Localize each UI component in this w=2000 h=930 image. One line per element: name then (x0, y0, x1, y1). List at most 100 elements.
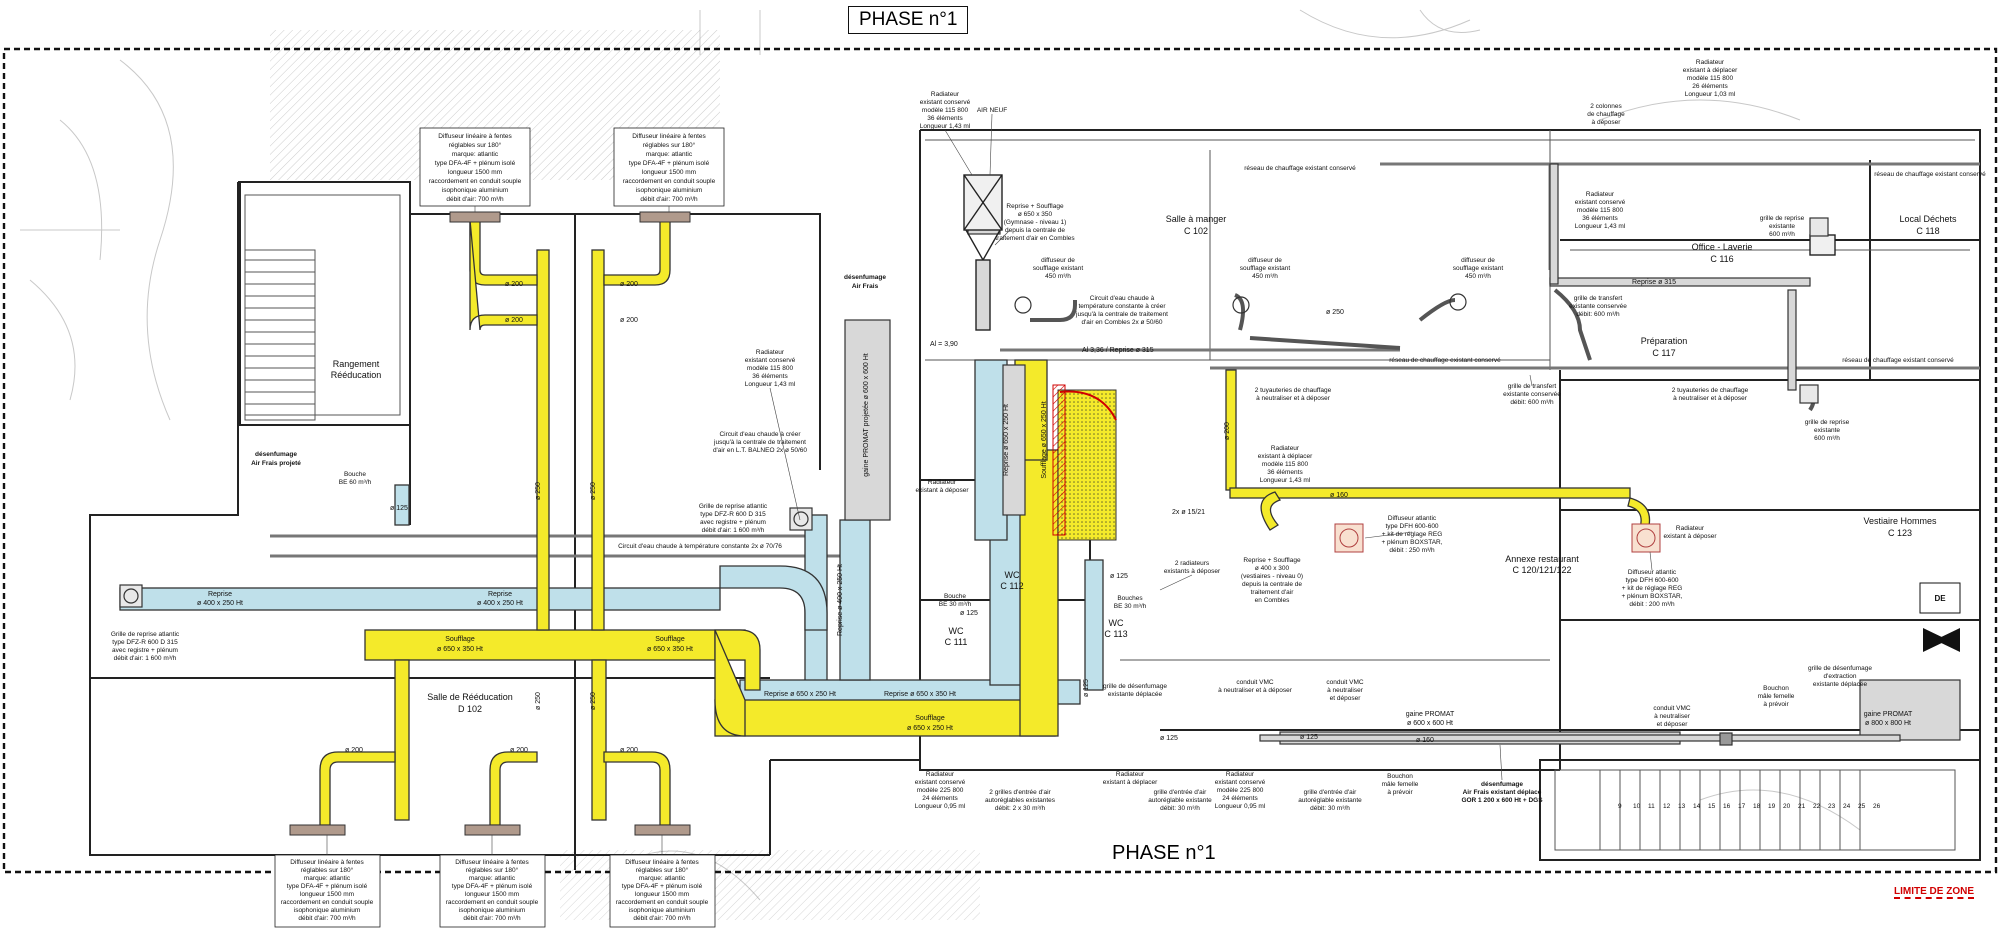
svg-text:2 tuyauteries de chauffage: 2 tuyauteries de chauffage (1672, 387, 1749, 394)
svg-text:Circuit d'eau chaude à: Circuit d'eau chaude à (1090, 295, 1155, 302)
note-grille-transfert-2: grille de transfert existante conservée … (1569, 295, 1627, 318)
soufflage-branch-1 (394, 659, 410, 821)
svg-text:modèle 115 800: modèle 115 800 (922, 107, 969, 114)
room-wc112-2: C 112 (1000, 581, 1023, 591)
note-reseau-2: réseau de chauffage existant conservé (1389, 357, 1501, 364)
soufflage-flex-1 (469, 219, 538, 286)
svg-text:450 m³/h: 450 m³/h (1465, 273, 1491, 280)
svg-text:à prévoir: à prévoir (1387, 789, 1413, 796)
building-walls (89, 129, 1981, 870)
note-diffuseur-soufflage-2: diffuseur de soufflage existant 450 m³/h (1240, 257, 1291, 280)
reprise-label: Reprise (208, 591, 232, 598)
room-rangement-2: Rééducation (331, 370, 382, 380)
room-manger: Salle à manger (1166, 214, 1227, 224)
dim-tag: ø 200 (620, 317, 638, 324)
reprise-315-duct (1549, 277, 1811, 287)
gaine-promat-label-2-dim: ø 600 x 600 Ht (1407, 720, 1453, 727)
svg-text:BE 30 m³/h: BE 30 m³/h (1114, 603, 1147, 610)
dim-tag: 2x ø 15/21 (1172, 509, 1205, 516)
svg-text:Longueur 1,43 ml: Longueur 1,43 ml (920, 123, 971, 130)
heating-network (270, 162, 1980, 558)
svg-text:Diffuseur linéaire à fentes: Diffuseur linéaire à fentes (290, 859, 364, 866)
reprise-label: Reprise (488, 591, 512, 598)
svg-text:désenfumage: désenfumage (1481, 781, 1523, 788)
svg-text:débit d'air: 700 m³/h: débit d'air: 700 m³/h (463, 915, 521, 922)
note-radiateur-bottom-2: Radiateur existant à déplacer (1103, 771, 1158, 786)
svg-text:à déposer: à déposer (1592, 119, 1622, 126)
svg-text:débit d'air: 700 m³/h: débit d'air: 700 m³/h (640, 196, 698, 203)
dim-tag: ø 250 (535, 692, 542, 710)
diffuser-note-bottom-2: Diffuseur linéaire à fentes réglables su… (446, 859, 539, 922)
gaine-promat-1 (844, 319, 891, 521)
soufflage-curve-top (1059, 390, 1117, 421)
stair-num: 24 (1843, 803, 1851, 810)
gaine-left-top (1002, 364, 1026, 516)
diffuser-head (289, 824, 346, 836)
svg-text:conduit VMC: conduit VMC (1326, 679, 1364, 686)
stair-num: 22 (1813, 803, 1821, 810)
note-radiateur-bottom-1: Radiateur existant conservé modèle 225 8… (915, 771, 966, 810)
soufflage-label: Soufflage (445, 636, 475, 643)
reprise-bend (719, 565, 828, 631)
svg-text:désenfumage: désenfumage (255, 451, 297, 458)
diffuser-note-bottom-1: Diffuseur linéaire à fentes réglables su… (281, 859, 374, 922)
note-grille-600: Grille de reprise atlantic type DFZ-R 60… (699, 503, 768, 534)
room-manger-2: C 102 (1184, 226, 1208, 236)
svg-text:existante déplacée: existante déplacée (1108, 691, 1163, 698)
stair-num: 10 (1633, 803, 1641, 810)
stair-num: 15 (1708, 803, 1716, 810)
note-bouche-be60: Bouche BE 60 m³/h (339, 471, 372, 486)
svg-text:mâle femelle: mâle femelle (1382, 781, 1419, 788)
svg-text:2 tuyauteries de chauffage: 2 tuyauteries de chauffage (1255, 387, 1332, 394)
svg-text:24 éléments: 24 éléments (922, 795, 958, 802)
svg-text:Longueur 1,43 ml: Longueur 1,43 ml (745, 381, 796, 388)
dim-tag: Al = 3,90 (930, 341, 958, 348)
svg-text:existants à déposer: existants à déposer (1164, 568, 1221, 575)
soufflage-hatched (1057, 389, 1117, 541)
soufflage-corner (714, 629, 746, 737)
room-vestiaire: Vestiaire Hommes (1863, 516, 1937, 526)
svg-text:à neutraliser et à déposer: à neutraliser et à déposer (1218, 687, 1293, 694)
dim-tag: ø 125 (1300, 734, 1318, 741)
room-wc112: WC (1005, 570, 1020, 580)
reprise-lower-label: Reprise ø 650 x 350 Ht (884, 691, 956, 698)
room-dechets-2: C 118 (1916, 226, 1939, 236)
svg-text:désenfumage: désenfumage (844, 274, 886, 281)
svg-text:depuis la centrale de: depuis la centrale de (1242, 581, 1302, 588)
gaine-promat-label-2: gaine PROMAT (1406, 711, 1455, 718)
note-reprise-soufflage-vestiaires: Reprise + Soufflage ø 400 x 300 (vestiai… (1241, 557, 1303, 604)
svg-text:modèle 225 800: modèle 225 800 (1217, 787, 1264, 794)
note-circuit-1: Circuit d'eau chaude à créer jusqu'à la … (713, 431, 807, 454)
note-grille-reprise-exist: grille de reprise existante 600 m³/h (1760, 215, 1805, 238)
svg-text:Diffuseur atlantic: Diffuseur atlantic (1628, 569, 1677, 576)
svg-text:600 m³/h: 600 m³/h (1814, 435, 1840, 442)
svg-text:Longueur 1,03 ml: Longueur 1,03 ml (1685, 91, 1736, 98)
svg-text:diffuseur de: diffuseur de (1041, 257, 1075, 264)
gaine-promat-label: gaine PROMAT projetée ø 600 x 600 Ht (863, 353, 870, 477)
svg-text:soufflage existant: soufflage existant (1033, 265, 1084, 272)
note-conduit-vmc-2: conduit VMC à neutraliser et déposer (1326, 679, 1364, 702)
svg-text:soufflage existant: soufflage existant (1453, 265, 1504, 272)
diffuser-note-boxes (274, 127, 725, 928)
note-radiateur-deposer-2: Radiateur existant à déposer (1663, 525, 1717, 540)
svg-text:36 éléments: 36 éléments (927, 115, 963, 122)
stair-num: 11 (1648, 803, 1655, 810)
room-reeducation: Salle de Rééducation (427, 692, 513, 702)
svg-text:existante conservée: existante conservée (1503, 391, 1561, 398)
stair-num: 19 (1768, 803, 1776, 810)
svg-text:raccordement en conduit souple: raccordement en conduit souple (281, 899, 374, 906)
room-dechets: Local Déchets (1899, 214, 1957, 224)
room-wc113: WC (1109, 618, 1124, 628)
svg-text:type DFH 600-600: type DFH 600-600 (1625, 577, 1678, 584)
note-grille-desenfumage-2: grille de désenfumage d'extraction exist… (1808, 665, 1872, 688)
room-annexe-2: C 120/121/122 (1512, 565, 1571, 575)
svg-text:36 éléments: 36 éléments (1582, 215, 1618, 222)
svg-text:Air Frais projeté: Air Frais projeté (251, 460, 301, 467)
room-office: Office - Laverie (1692, 242, 1753, 252)
note-tuyauteries-1: 2 tuyauteries de chauffage à neutraliser… (1255, 387, 1332, 402)
gaine-promat-label-3-dim: ø 800 x 800 Ht (1865, 720, 1911, 727)
dim-tag: ø 200 (345, 747, 363, 754)
phase-title-bottom: PHASE n°1 (1108, 842, 1220, 865)
office-vertical (1787, 289, 1797, 391)
